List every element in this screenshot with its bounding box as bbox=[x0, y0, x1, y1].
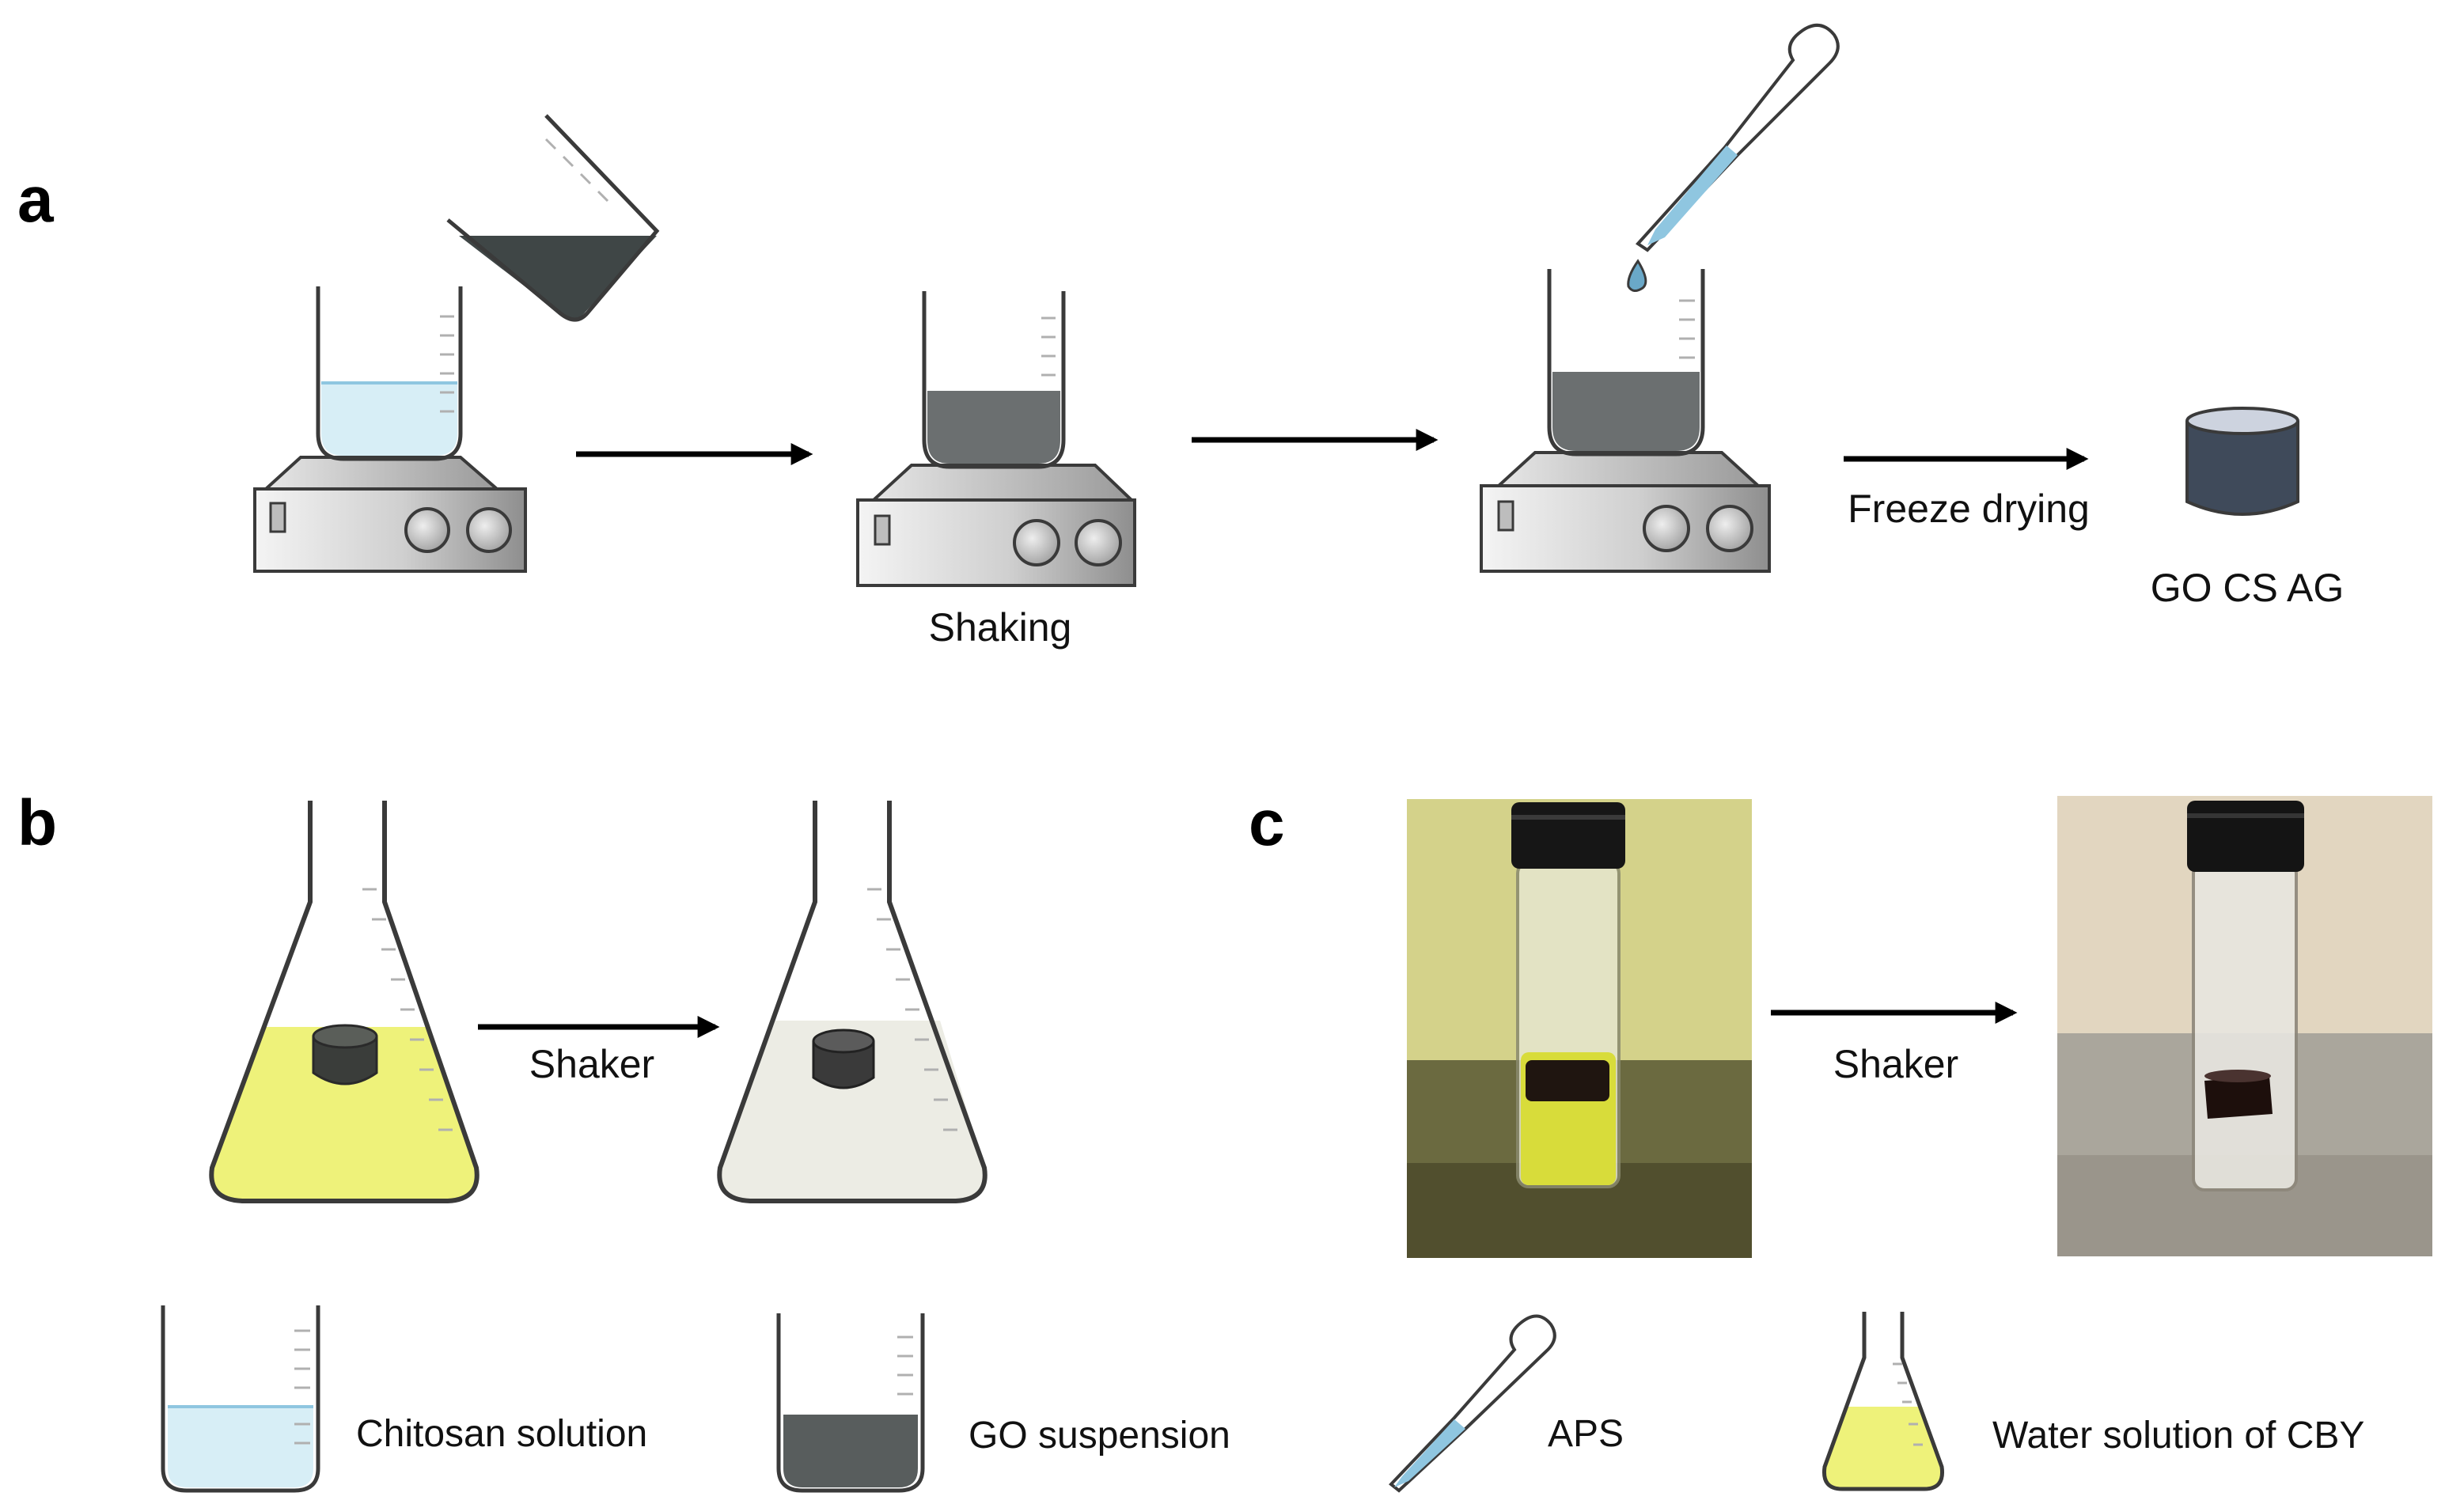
product-label: GO CS AG bbox=[2151, 566, 2345, 610]
magnetic-stirrer-icon bbox=[856, 464, 1136, 587]
panel-label-c: c bbox=[1249, 787, 1285, 859]
magnetic-stirrer-icon bbox=[253, 456, 527, 573]
legend-chitosan-beaker-icon bbox=[161, 1305, 320, 1493]
shaker-label-b: Shaker bbox=[529, 1042, 654, 1086]
aerogel-icon bbox=[2185, 407, 2299, 516]
panel-label-a: a bbox=[17, 164, 55, 236]
shaking-label: Shaking bbox=[929, 605, 1072, 650]
beaker-crosslink-icon bbox=[1547, 269, 1705, 457]
shaker-label-c: Shaker bbox=[1833, 1042, 1958, 1086]
legend-chitosan-label: Chitosan solution bbox=[356, 1413, 647, 1455]
photo-vial-after bbox=[2057, 796, 2432, 1256]
legend-go-beaker-icon bbox=[776, 1313, 925, 1493]
photo-vial-before bbox=[1407, 799, 1752, 1258]
legend-cby-label: Water solution of CBY bbox=[1992, 1415, 2364, 1457]
beaker-chitosan-icon bbox=[316, 286, 463, 461]
flask-cby-icon bbox=[209, 801, 480, 1203]
legend-aps-label: APS bbox=[1548, 1413, 1624, 1455]
magnetic-stirrer-icon bbox=[1480, 451, 1771, 573]
freeze-drying-label: Freeze drying bbox=[1848, 487, 2090, 531]
pouring-beaker-icon bbox=[446, 114, 660, 322]
panel-label-b: b bbox=[17, 787, 57, 859]
legend-cby-flask-icon bbox=[1821, 1312, 1945, 1491]
legend-go-label: GO suspension bbox=[969, 1415, 1230, 1457]
flask-cleared-icon bbox=[717, 801, 987, 1203]
beaker-mixture-icon bbox=[922, 291, 1066, 469]
pipette-icon bbox=[1627, 24, 1840, 292]
legend-pipette-icon bbox=[1389, 1314, 1556, 1493]
